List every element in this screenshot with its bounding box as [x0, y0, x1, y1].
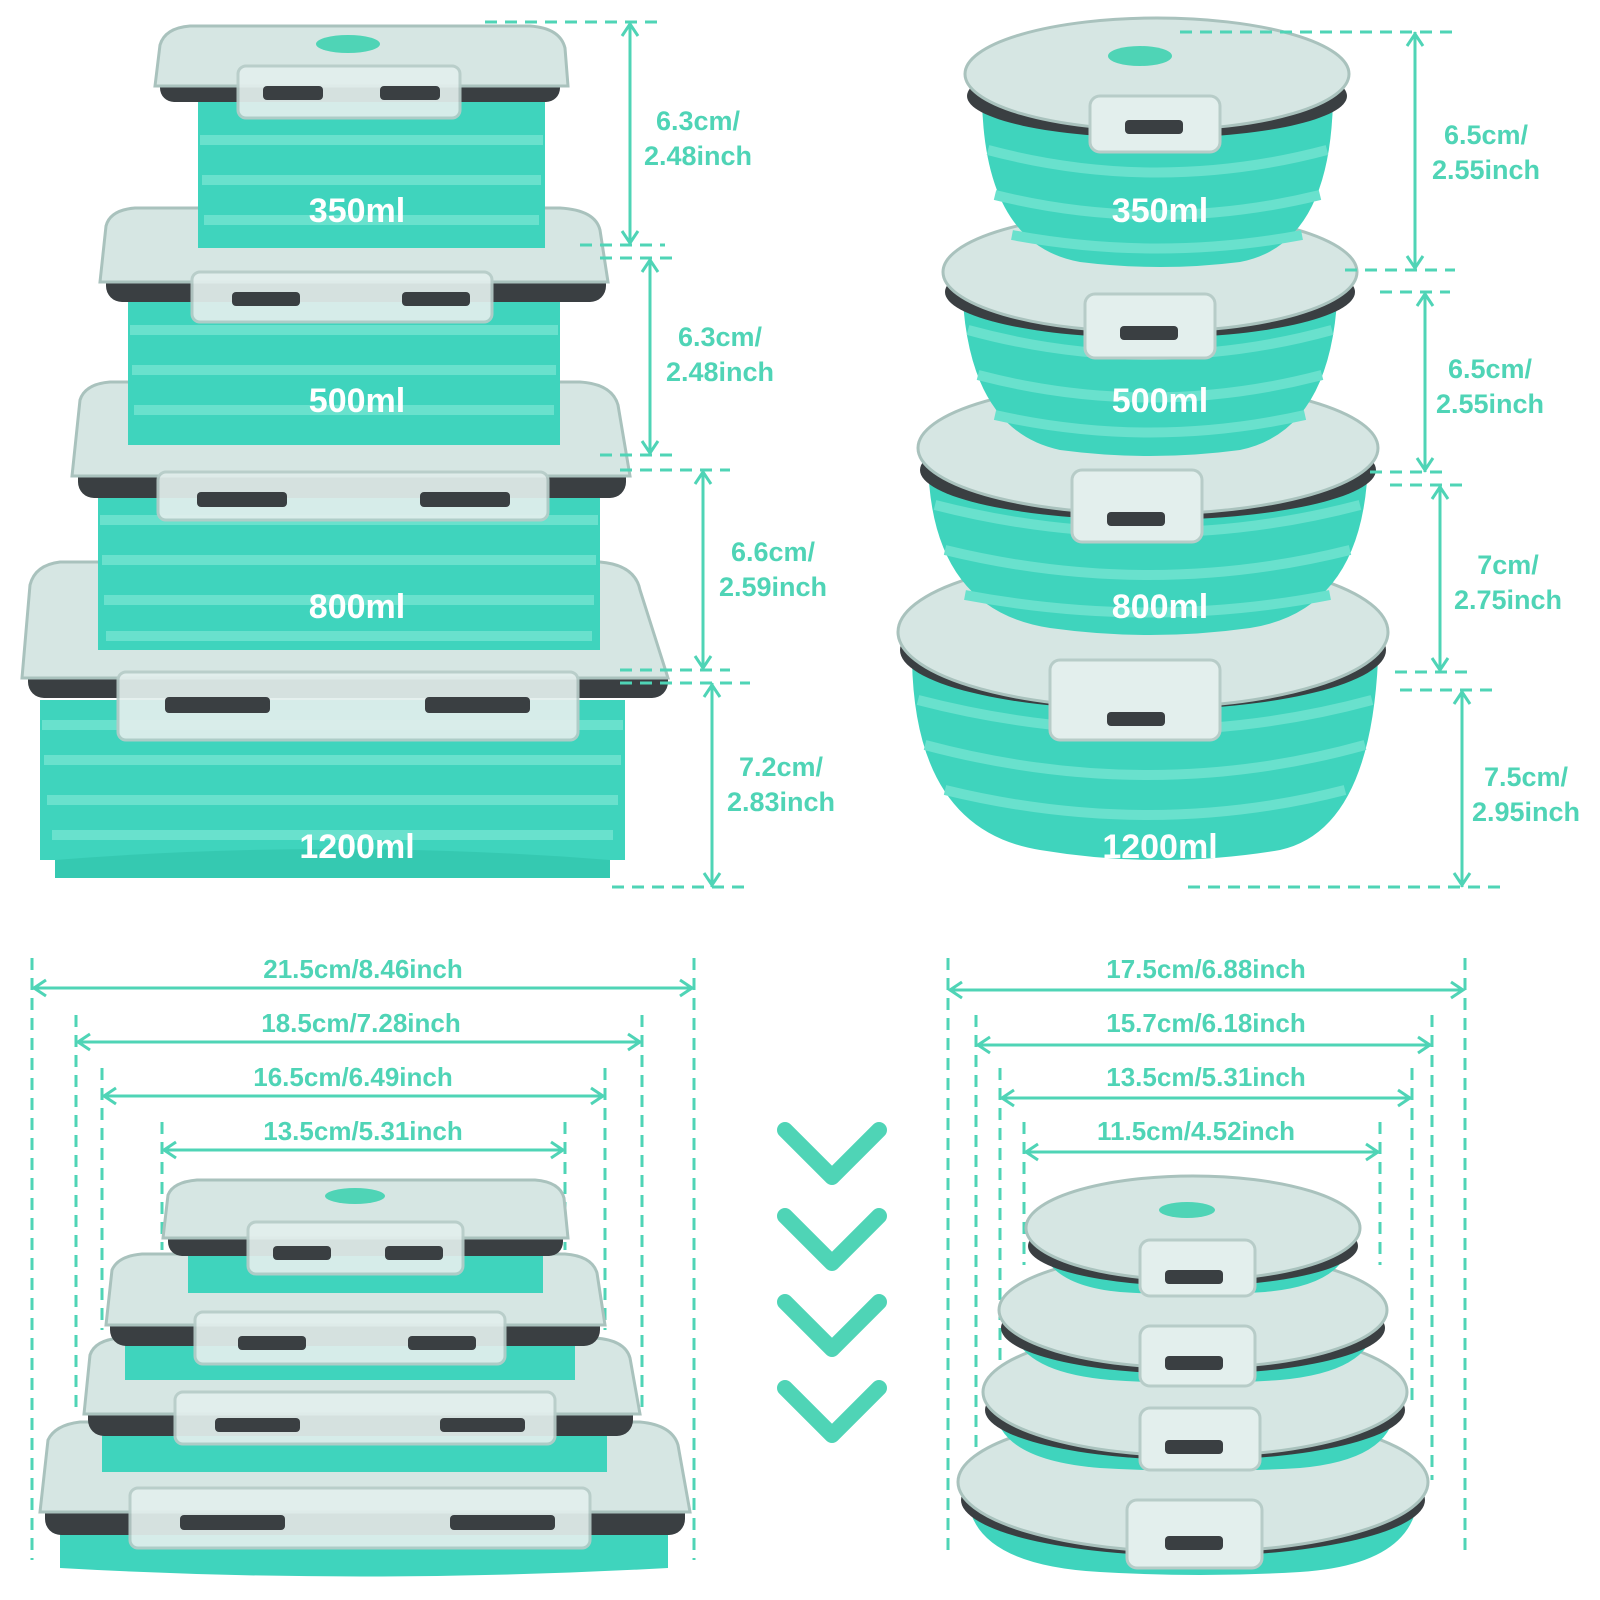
- rect-collapsed-350ml: [161, 1178, 570, 1293]
- rect-height-cm: 6.6cm/: [731, 537, 816, 567]
- chevron-down-icon: [777, 1122, 887, 1185]
- rect-width-labels: 21.5cm/8.46inch 18.5cm/7.28inch 16.5cm/6…: [253, 954, 462, 1146]
- rect-container-500ml: [98, 206, 610, 445]
- round-width-dimensions: [946, 958, 1467, 1555]
- rect-height-cm: 6.3cm/: [678, 322, 763, 352]
- rect-width-label: 18.5cm/7.28inch: [261, 1008, 460, 1038]
- rect-width-label: 13.5cm/5.31inch: [263, 1116, 462, 1146]
- rect-height-dimensions: [485, 20, 750, 889]
- round-width-label: 13.5cm/5.31inch: [1106, 1062, 1305, 1092]
- rect-height-inch: 2.83inch: [727, 787, 835, 817]
- round-height-inch: 2.55inch: [1436, 389, 1544, 419]
- round-capacity-label: 350ml: [1112, 192, 1208, 230]
- round-capacity-label: 1200ml: [1102, 828, 1217, 866]
- round-height-inch: 2.95inch: [1472, 797, 1580, 827]
- round-width-labels: 17.5cm/6.88inch 15.7cm/6.18inch 13.5cm/5…: [1097, 954, 1306, 1146]
- rect-container-stack-collapsed: [38, 1178, 692, 1577]
- rect-container-350ml: [153, 24, 570, 248]
- rect-capacity-label: 800ml: [309, 588, 405, 626]
- rect-height-inch: 2.59inch: [719, 572, 827, 602]
- rect-width-label: 21.5cm/8.46inch: [263, 954, 462, 984]
- round-height-cm: 7.5cm/: [1484, 762, 1569, 792]
- round-capacity-label: 500ml: [1112, 382, 1208, 420]
- rect-capacity-label: 350ml: [309, 192, 405, 230]
- chevron-down-icon: [777, 1380, 887, 1443]
- rect-height-inch: 2.48inch: [666, 357, 774, 387]
- round-height-cm: 6.5cm/: [1444, 120, 1529, 150]
- round-capacity-label: 800ml: [1112, 588, 1208, 626]
- rect-height-inch: 2.48inch: [644, 141, 752, 171]
- chevron-down-icon: [777, 1208, 887, 1271]
- round-height-cm: 7cm/: [1477, 550, 1539, 580]
- round-height-dimensions: [1180, 30, 1500, 889]
- rect-container-stack-expanded: [20, 24, 671, 878]
- round-height-inch: 2.55inch: [1432, 155, 1540, 185]
- rect-capacity-label: 1200ml: [299, 828, 414, 866]
- round-container-350ml: [963, 16, 1351, 267]
- rect-width-label: 16.5cm/6.49inch: [253, 1062, 452, 1092]
- round-height-labels: 6.5cm/ 2.55inch 6.5cm/ 2.55inch 7cm/ 2.7…: [1432, 120, 1580, 827]
- round-collapsed-350ml: [1024, 1174, 1362, 1298]
- round-height-inch: 2.75inch: [1454, 585, 1562, 615]
- rect-capacity-label: 500ml: [309, 382, 405, 420]
- round-width-label: 17.5cm/6.88inch: [1106, 954, 1305, 984]
- rect-height-labels: 6.3cm/ 2.48inch 6.3cm/ 2.48inch 6.6cm/ 2…: [644, 106, 835, 817]
- round-container-stack-expanded: [896, 16, 1390, 860]
- chevron-down-icon: [777, 1294, 887, 1357]
- round-width-label: 15.7cm/6.18inch: [1106, 1008, 1305, 1038]
- round-width-label: 11.5cm/4.52inch: [1097, 1116, 1295, 1146]
- rect-height-cm: 7.2cm/: [739, 752, 824, 782]
- collapse-indicator: [777, 1122, 887, 1443]
- rect-height-cm: 6.3cm/: [656, 106, 741, 136]
- capacity-labels: 350ml 500ml 800ml 1200ml 350ml 500ml 800…: [299, 192, 1217, 866]
- round-height-cm: 6.5cm/: [1448, 354, 1533, 384]
- rect-width-dimensions: [30, 958, 696, 1560]
- round-container-stack-collapsed: [956, 1174, 1430, 1575]
